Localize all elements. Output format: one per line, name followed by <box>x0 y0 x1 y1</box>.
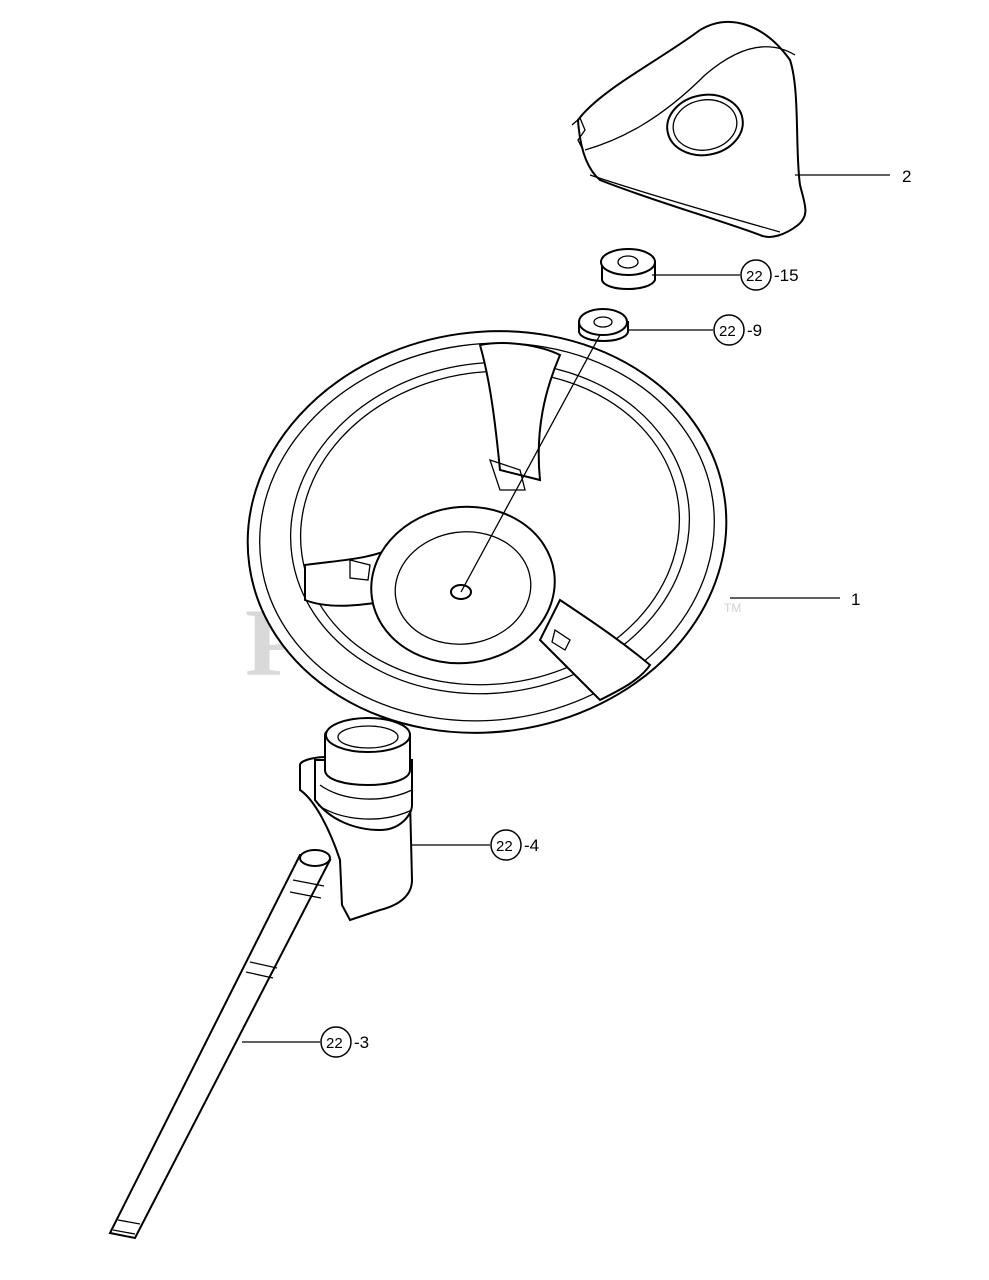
callout-22-9-circle-text: 22 <box>719 323 736 340</box>
callout-22-15-circle-text: 22 <box>746 268 763 285</box>
watermark-tm: TM <box>724 601 741 615</box>
callout-2[interactable]: 2 <box>902 167 911 186</box>
callout-22-9[interactable]: 22 -9 <box>713 314 762 346</box>
callout-22-3-circle-text: 22 <box>326 1035 343 1052</box>
callout-22-4-suffix: -4 <box>524 836 539 855</box>
callout-22-3-suffix: -3 <box>354 1033 369 1052</box>
callout-1[interactable]: 1 <box>851 590 860 609</box>
callout-22-9-suffix: -9 <box>747 321 762 340</box>
callout-22-15[interactable]: 22 -15 <box>740 259 799 291</box>
center-axis-line <box>460 334 601 593</box>
callout-22-4[interactable]: 22 -4 <box>490 829 539 861</box>
callout-22-4-circle-text: 22 <box>496 838 513 855</box>
horn-cap-part[interactable] <box>571 21 807 238</box>
nut-part[interactable] <box>600 248 656 290</box>
callout-22-15-suffix: -15 <box>774 266 799 285</box>
steering-wheel-part[interactable] <box>222 301 753 764</box>
steering-shaft-part[interactable] <box>108 849 332 1240</box>
steering-column-part[interactable] <box>299 717 414 922</box>
callout-22-3[interactable]: 22 -3 <box>320 1026 369 1058</box>
washer-part[interactable] <box>578 308 629 342</box>
